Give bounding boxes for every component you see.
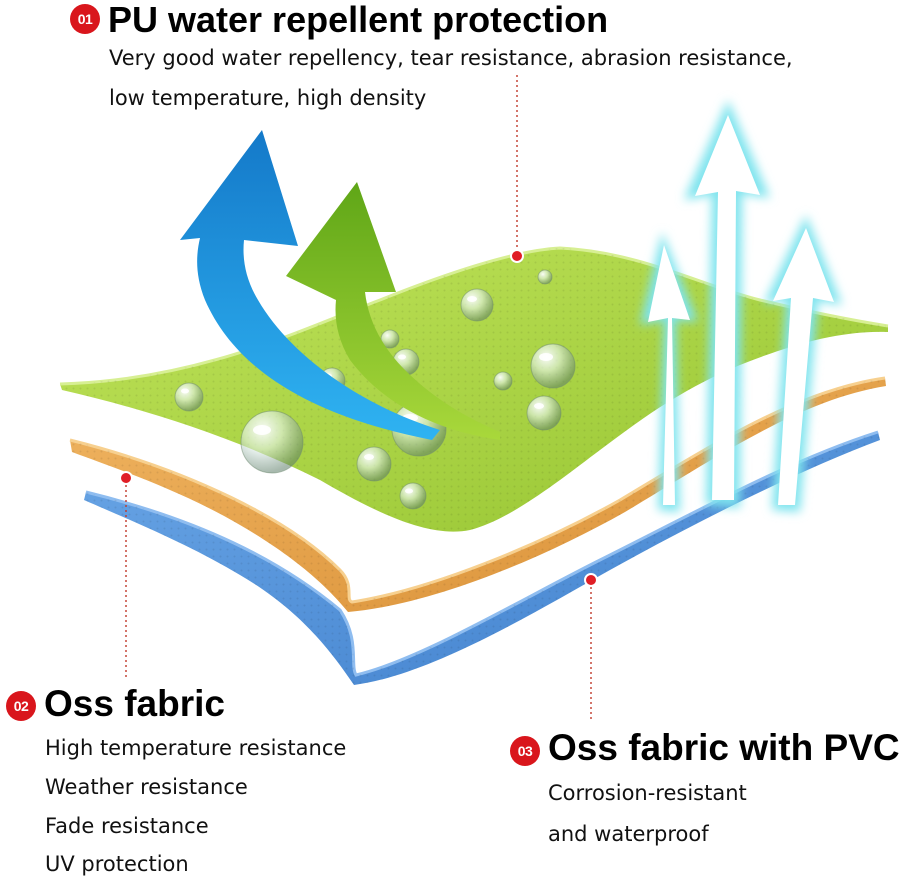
water-droplet-icon	[399, 482, 427, 510]
section-title-oss: Oss fabric	[44, 683, 225, 724]
pu-description-line-1: Very good water repellency, tear resista…	[109, 46, 793, 70]
water-droplet-icon	[460, 288, 494, 322]
water-droplet-icon	[380, 329, 400, 349]
section-title-oss-pvc: Oss fabric with PVC	[548, 727, 900, 768]
oss-feature-2: Weather resistance	[45, 775, 248, 799]
upward-vapor-arrow-icon	[684, 100, 770, 508]
water-droplet-icon	[356, 446, 392, 482]
pu-description-line-2: low temperature, high density	[109, 86, 427, 110]
number-badge-03: 03	[510, 736, 540, 766]
water-droplet-icon	[174, 382, 204, 412]
oss-feature-1: High temperature resistance	[45, 736, 347, 760]
oss-feature-4: UV protection	[45, 852, 189, 876]
leader-dot-icon	[584, 573, 598, 587]
upward-vapor-arrow-icon	[764, 215, 842, 512]
number-badge-02: 02	[6, 691, 36, 721]
leader-dot-icon	[119, 471, 133, 485]
vapor-arrows	[640, 100, 842, 512]
pvc-description-line-2: and waterproof	[548, 822, 709, 846]
upward-vapor-arrow-icon	[640, 232, 698, 512]
pvc-description-line-1: Corrosion-resistant	[548, 781, 747, 805]
oss-feature-3: Fade resistance	[45, 814, 209, 838]
curved-blue-arrow-icon	[180, 130, 440, 440]
curved-green-arrow-icon	[286, 182, 500, 440]
water-droplet-icon	[526, 395, 562, 431]
water-droplet-icon	[240, 410, 304, 474]
section-title-pu: PU water repellent protection	[108, 0, 609, 40]
water-droplet-icon	[537, 269, 553, 285]
water-droplet-icon	[493, 371, 513, 391]
number-badge-01: 01	[70, 4, 100, 34]
leader-lines	[125, 75, 592, 722]
leader-dot-icon	[510, 249, 524, 263]
water-droplet-icon	[530, 343, 576, 389]
